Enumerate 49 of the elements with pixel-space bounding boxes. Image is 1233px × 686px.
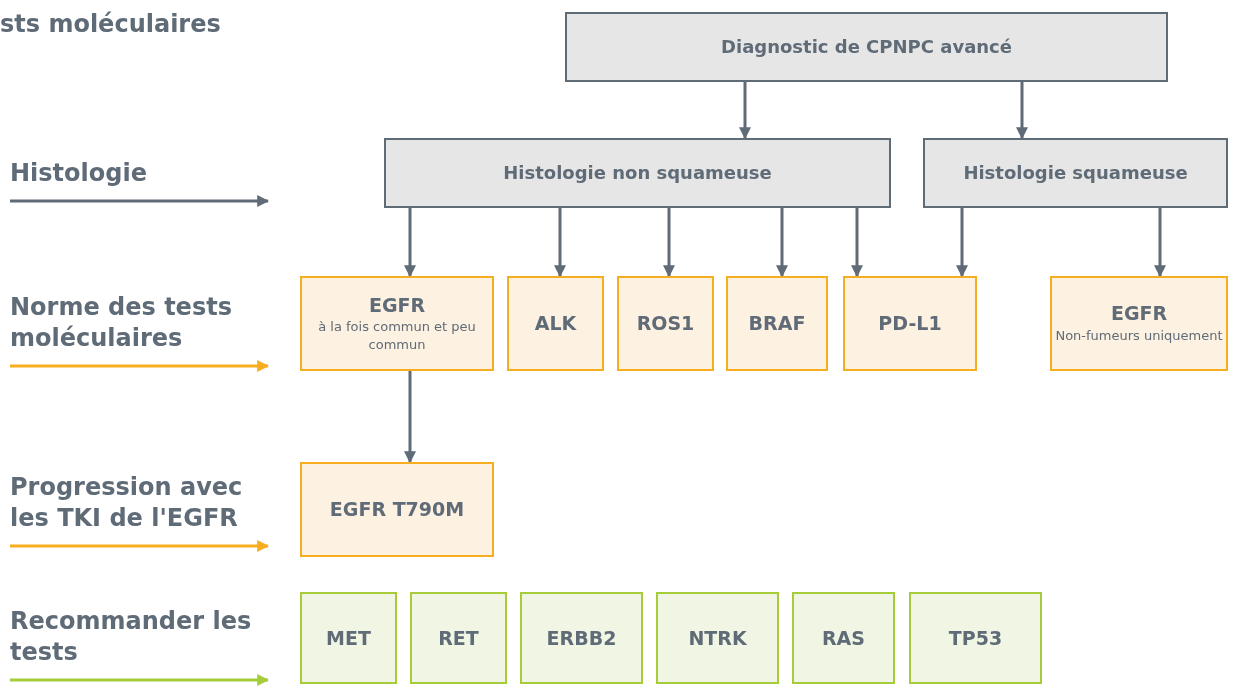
box-label: Histologie non squameuse (503, 162, 772, 184)
arrow (663, 208, 675, 278)
box-label: TP53 (948, 626, 1003, 650)
test-box (300, 462, 494, 557)
box-label: EGFR (368, 293, 426, 317)
test-box (410, 592, 507, 684)
box-label: EGFR (1110, 302, 1168, 326)
test-box (843, 276, 977, 371)
arrow (1154, 208, 1166, 278)
box-label: ALK (534, 312, 577, 335)
test-box (726, 276, 828, 371)
box-label: Diagnostic de CPNPC avancé (721, 36, 1012, 58)
box-label: MET (326, 626, 371, 650)
box-label: RET (438, 626, 479, 650)
box-label: ROS1 (636, 312, 695, 335)
arrow (404, 371, 416, 464)
test-box (617, 276, 714, 371)
box-label: Histologie squameuse (963, 162, 1188, 184)
box-label: RAS (822, 626, 865, 650)
test-box (656, 592, 779, 684)
test-box (520, 592, 643, 684)
arrow (851, 208, 863, 278)
arrow (554, 208, 566, 278)
row-label: Recommander les tests (10, 605, 253, 668)
test-box (507, 276, 604, 371)
process-box (384, 138, 891, 208)
process-box (923, 138, 1228, 208)
test-box (300, 276, 494, 371)
box-label: BRAF (748, 312, 806, 335)
box-label: ERBB2 (546, 626, 617, 650)
row-label: Histologie (10, 157, 148, 189)
box-label: NTRK (688, 626, 747, 650)
test-box (792, 592, 895, 684)
test-box (300, 592, 397, 684)
process-box (565, 12, 1168, 82)
arrow (739, 82, 751, 140)
arrow (776, 208, 788, 278)
title: sts moléculaires (0, 10, 221, 38)
box-label: EGFR T790M (329, 498, 465, 521)
box-subtitle: à la fois commun et peu commun (317, 318, 477, 354)
box-label: PD-L1 (878, 312, 942, 335)
box-subtitle: Non-fumeurs uniquement (1055, 327, 1223, 345)
arrow (1016, 82, 1028, 140)
row-label: Norme des tests moléculaires (10, 291, 233, 354)
test-box (1050, 276, 1228, 371)
arrow (404, 208, 416, 278)
row-label: Progression avec les TKI de l'EGFR (10, 471, 244, 534)
arrow (956, 208, 968, 278)
test-box (909, 592, 1042, 684)
